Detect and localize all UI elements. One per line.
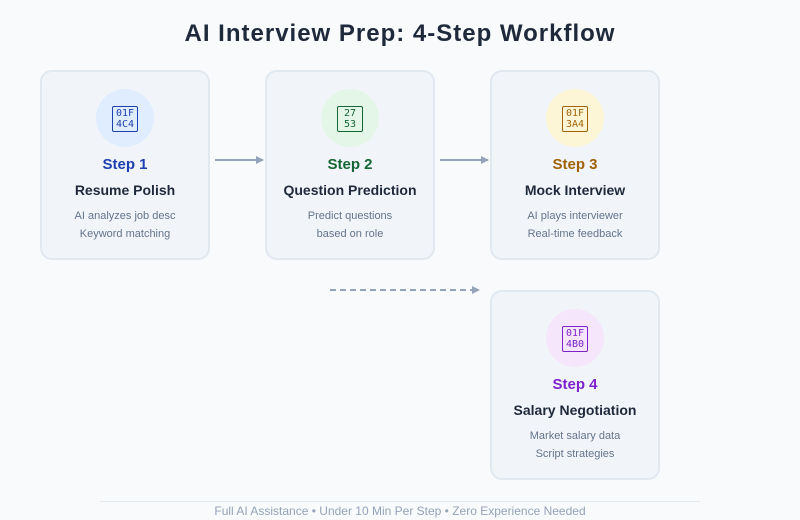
step-description: Script strategies	[535, 448, 615, 460]
step-description: Real-time feedback	[527, 228, 623, 240]
footer-tagline: Full AI Assistance • Under 10 Min Per St…	[214, 504, 586, 518]
step-title: Salary Negotiation	[513, 402, 637, 418]
footer-divider	[100, 501, 700, 502]
icon-circle	[546, 309, 604, 367]
step-description: Keyword matching	[79, 228, 171, 240]
step-title: Mock Interview	[524, 182, 626, 198]
step-number: Step 4	[552, 376, 598, 393]
step-title: Resume Polish	[74, 182, 176, 198]
step-number: Step 3	[552, 156, 598, 173]
page-title: AI Interview Prep: 4-Step Workflow	[184, 20, 616, 47]
step-description: based on role	[316, 228, 384, 240]
step-description: AI analyzes job desc	[74, 210, 176, 222]
step-number: Step 2	[327, 156, 373, 173]
step-number: Step 1	[102, 156, 148, 173]
icon-circle	[546, 89, 604, 147]
step-description: Predict questions	[307, 210, 393, 222]
step-title: Question Prediction	[283, 182, 417, 198]
step-description: Market salary data	[529, 430, 621, 442]
icon-circle	[96, 89, 154, 147]
step-description: AI plays interviewer	[527, 210, 623, 222]
icon-circle	[321, 89, 379, 147]
